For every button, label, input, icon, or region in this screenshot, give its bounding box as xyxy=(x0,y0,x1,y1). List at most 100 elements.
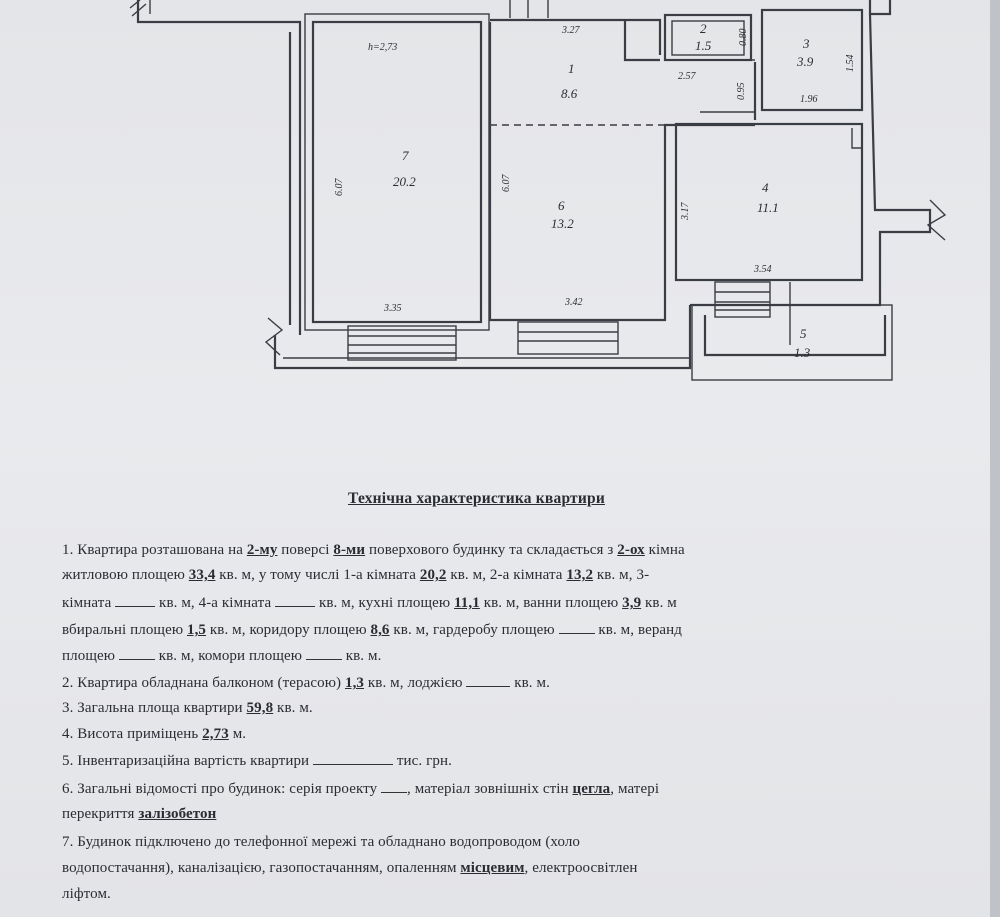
blank-field xyxy=(466,674,511,687)
text-segment: поверсі xyxy=(277,542,334,558)
room-5-area: 1.3 xyxy=(794,345,811,360)
room-count-value: 2-ох xyxy=(617,542,645,558)
text-segment: кв. м, гардеробу площею xyxy=(389,622,559,638)
text-segment: кв. м, у тому числі 1-а кімната xyxy=(215,567,420,583)
dim-3-54: 3.54 xyxy=(753,264,772,275)
room-6-area: 13.2 xyxy=(551,216,574,231)
text-segment: кв. м, коридору площею xyxy=(206,622,371,638)
text-line-5: площею кв. м, комори площею кв. м. xyxy=(62,647,381,665)
blank-field xyxy=(313,752,394,765)
text-segment: 5. Інвентаризаційна вартість квартири xyxy=(62,753,314,769)
blank-field xyxy=(381,780,408,793)
text-segment: 2. Квартира обладнана балконом (терасою) xyxy=(62,675,345,691)
text-line-14: ліфтом. xyxy=(62,886,111,903)
room-2-area: 1.5 xyxy=(695,38,712,53)
text-segment: кв. м, лоджією xyxy=(364,675,467,691)
text-segment: кв. м, 4-а кімната xyxy=(155,595,276,611)
text-line-4: вбиральні площею 1,5 кв. м, коридору пло… xyxy=(62,621,682,639)
dim-3-35: 3.35 xyxy=(383,303,402,314)
ceiling-height-value: 2,73 xyxy=(202,726,229,742)
dim-3-42: 3.42 xyxy=(564,297,583,308)
blank-field xyxy=(275,594,316,607)
wc-area-value: 1,5 xyxy=(186,622,207,638)
text-segment: 6. Загальні відомості про будинок: серія… xyxy=(62,781,382,797)
text-segment: тис. грн. xyxy=(393,753,452,769)
text-segment: , електроосвітлен xyxy=(524,860,638,876)
text-segment: кімна xyxy=(644,542,685,558)
text-line-7: 3. Загальна площа квартири 59,8 кв. м. xyxy=(62,700,313,717)
balcony-area-value: 1,3 xyxy=(344,675,365,691)
text-segment: кв. м, комори площею xyxy=(154,648,306,664)
dim-3-17: 3.17 xyxy=(680,202,691,222)
floor-value: 2-му xyxy=(246,542,278,558)
kitchen-area-value: 11,1 xyxy=(454,595,480,611)
living-area-value: 33,4 xyxy=(188,567,216,583)
text-segment: кв. м. xyxy=(510,675,550,691)
blank-field xyxy=(118,647,155,660)
text-segment: 4. Висота приміщень xyxy=(62,726,203,742)
text-segment: перекриття xyxy=(62,806,139,822)
text-segment: кв. м, 3- xyxy=(593,567,650,583)
blank-field xyxy=(558,621,595,634)
room-3-area: 3.9 xyxy=(796,54,814,69)
text-line-1: 1. Квартира розташована на 2-му поверсі … xyxy=(62,542,685,559)
blank-field xyxy=(305,647,342,660)
text-segment: кв. м, кухні площею xyxy=(315,595,455,611)
text-segment: вбиральні площею xyxy=(62,622,187,638)
dim-6-07-right: 6.07 xyxy=(501,174,512,193)
wall-material-value: цегла xyxy=(572,781,611,797)
dim-0-95: 0.95 xyxy=(736,83,747,101)
room-1-number: 1 xyxy=(568,61,575,76)
dim-0-80: 0.80 xyxy=(738,29,749,47)
blank-field xyxy=(115,594,156,607)
room-4-number: 4 xyxy=(762,180,769,195)
floor-plan: h=2,73 7 20.2 1 8.6 2 1.5 3 3.9 4 11.1 6… xyxy=(129,0,947,381)
room-7-number: 7 xyxy=(402,148,409,163)
dim-1-96: 1.96 xyxy=(800,94,818,105)
text-segment: кв. м, веранд xyxy=(594,622,683,638)
room-5-number: 5 xyxy=(800,326,807,341)
room-4-area: 11.1 xyxy=(757,200,779,215)
text-line-13: водопостачання), каналізацією, газопоста… xyxy=(62,860,637,877)
dim-6-07-left: 6.07 xyxy=(334,178,345,197)
text-segment: 7. Будинок підключено до телефонної мере… xyxy=(62,834,581,850)
text-segment: водопостачання), каналізацією, газопоста… xyxy=(62,860,461,876)
text-segment: , матеріал зовнішніх стін xyxy=(407,781,573,797)
text-line-11: перекриття залізобетон xyxy=(62,806,216,823)
text-line-9: 5. Інвентаризаційна вартість квартири ти… xyxy=(62,752,452,770)
room-1-area-value: 20,2 xyxy=(419,567,447,583)
total-area-value: 59,8 xyxy=(246,700,274,716)
storeys-value: 8-ми xyxy=(333,542,366,558)
text-segment: 1. Квартира розташована на xyxy=(62,542,247,558)
text-line-3: кімната кв. м, 4-а кімната кв. м, кухні … xyxy=(62,594,677,612)
page-edge xyxy=(990,0,1000,917)
dim-2-57: 2.57 xyxy=(678,71,697,82)
text-segment: кв. м xyxy=(641,595,677,611)
dim-3-27: 3.27 xyxy=(561,25,581,36)
heating-type-value: місцевим xyxy=(460,860,525,876)
ceiling-height-label: h=2,73 xyxy=(368,42,397,53)
text-segment: поверхового будинку та складається з xyxy=(365,542,618,558)
text-segment: кв. м, ванни площею xyxy=(479,595,623,611)
text-line-6: 2. Квартира обладнана балконом (терасою)… xyxy=(62,674,550,692)
text-segment: ліфтом. xyxy=(62,886,111,902)
text-segment: кв. м. xyxy=(273,700,313,716)
text-segment: площею xyxy=(62,648,119,664)
text-segment: , матері xyxy=(610,781,660,797)
text-segment: кімната xyxy=(62,595,116,611)
text-segment: м. xyxy=(228,726,247,742)
bath-area-value: 3,9 xyxy=(622,595,642,611)
floor-material-value: залізобетон xyxy=(138,806,217,822)
room-6-number: 6 xyxy=(558,198,565,213)
text-segment: 3. Загальна площа квартири xyxy=(62,700,247,716)
room-7-area: 20.2 xyxy=(393,174,416,189)
text-line-10: 6. Загальні відомості про будинок: серія… xyxy=(62,780,659,798)
corridor-area-value: 8,6 xyxy=(370,622,390,638)
text-line-2: житловою площею 33,4 кв. м, у тому числі… xyxy=(62,567,649,584)
document-title: Технічна характеристика квартири xyxy=(348,490,605,507)
text-line-12: 7. Будинок підключено до телефонної мере… xyxy=(62,834,580,851)
text-segment: кв. м, 2-а кімната xyxy=(446,567,567,583)
room-1-area: 8.6 xyxy=(561,86,578,101)
text-segment: кв. м. xyxy=(341,648,382,664)
